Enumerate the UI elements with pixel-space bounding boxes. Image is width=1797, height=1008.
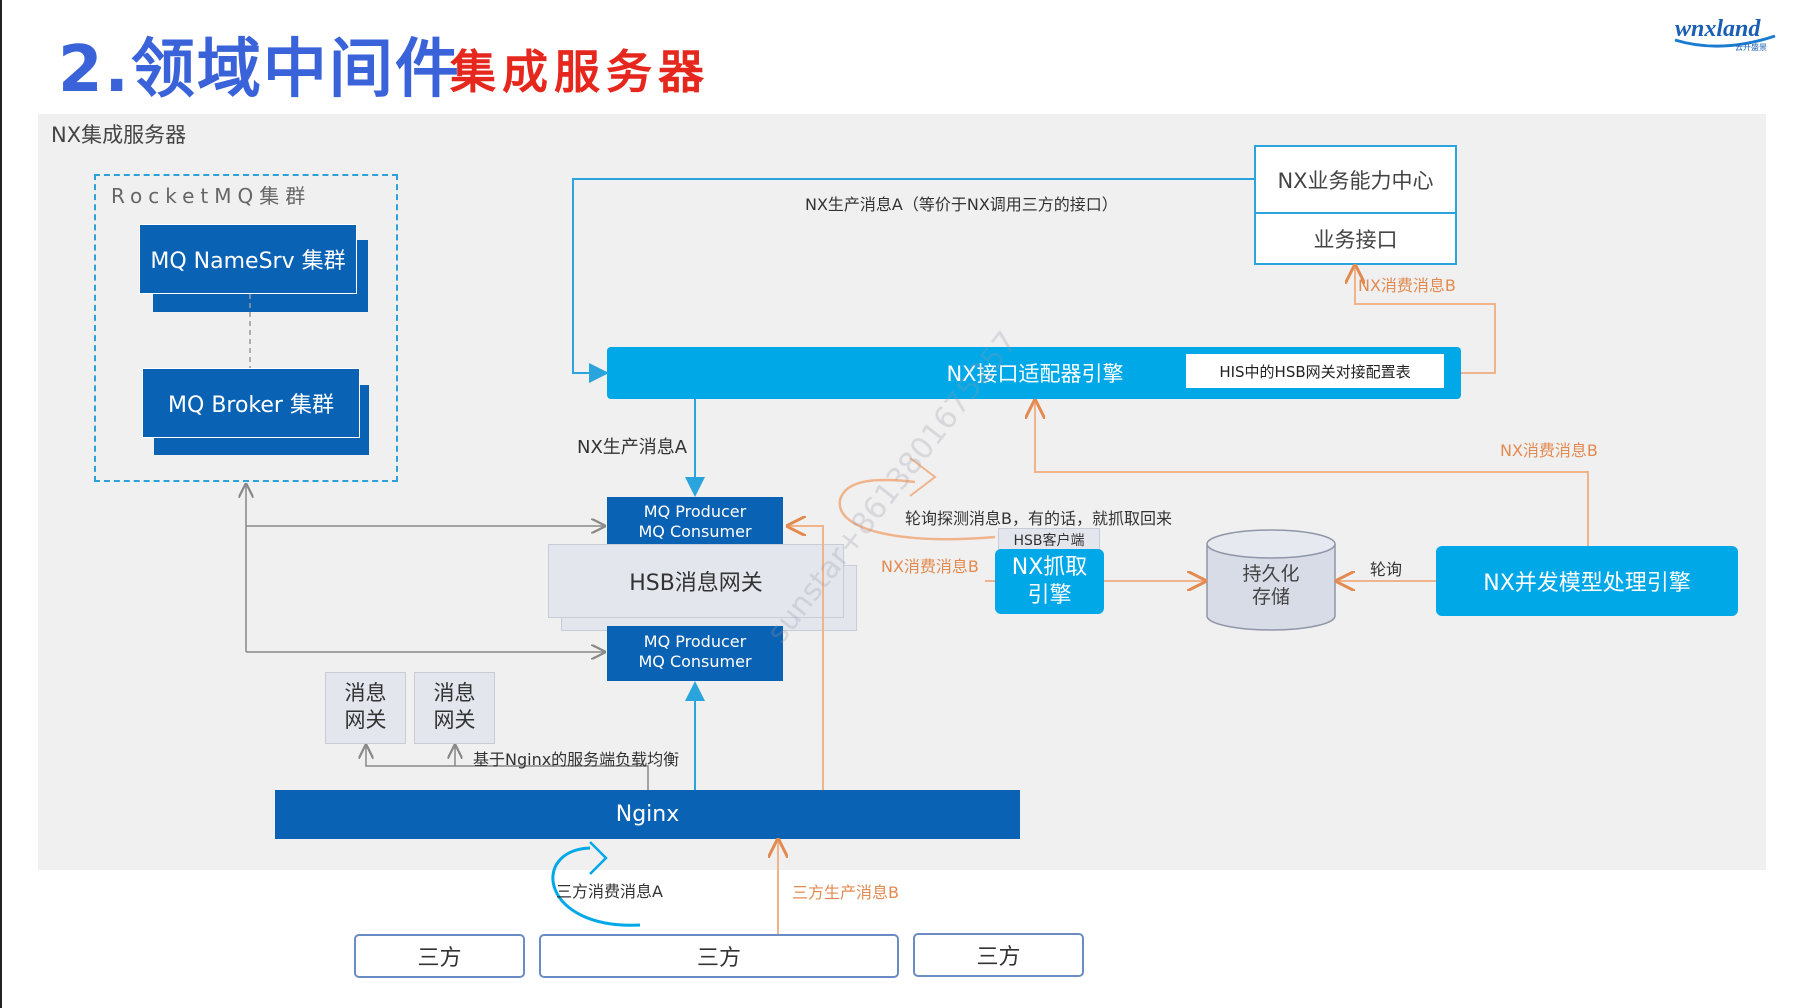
top-mq-consumer: MQ Consumer <box>638 522 752 541</box>
top-mq-producer: MQ Producer <box>643 502 747 521</box>
logo-text: wnxland <box>1675 16 1761 42</box>
third-party-box-3: 三方 <box>913 933 1084 977</box>
slide-title: 2.领域中间件 <box>58 33 461 107</box>
fetch-engine-line1: NX抓取 <box>1011 555 1088 580</box>
slide-subtitle: 集成服务器 <box>450 45 710 99</box>
business-interface-box: 业务接口 <box>1254 212 1457 265</box>
label-consume-b-left: NX消费消息B <box>881 557 979 576</box>
label-poll: 轮询 <box>1370 560 1403 579</box>
business-center-box: NX业务能力中心 <box>1254 145 1457 214</box>
panel-label: NX集成服务器 <box>51 123 187 147</box>
wnxland-logo: wnxland 云升盛景 <box>1674 16 1776 52</box>
left-edge-line <box>0 0 2 1008</box>
storage-label: 持久化 存储 <box>1205 563 1337 609</box>
concurrency-engine-box: NX并发模型处理引擎 <box>1436 546 1738 616</box>
bottom-mq-producer-consumer: MQ Producer MQ Consumer <box>607 626 783 681</box>
logo-subtext: 云升盛景 <box>1735 42 1767 52</box>
storage-line1: 持久化 <box>1242 563 1300 585</box>
rocketmq-label: RocketMQ集群 <box>111 184 312 208</box>
message-gateway-2-line2: 网关 <box>433 708 476 732</box>
third-party-box-1: 三方 <box>354 934 525 978</box>
third-party-box-2: 三方 <box>539 934 899 978</box>
storage-line2: 存储 <box>1251 586 1290 608</box>
label-consume-b-right: NX消费消息B <box>1500 441 1598 460</box>
message-gateway-2: 消息 网关 <box>414 672 495 744</box>
adapter-engine-label: NX接口适配器引擎 <box>946 362 1124 386</box>
fetch-engine-box: NX抓取 引擎 <box>995 549 1104 614</box>
nginx-bar: Nginx <box>275 790 1020 839</box>
message-gateway-1: 消息 网关 <box>325 672 406 744</box>
message-gateway-1-line2: 网关 <box>344 708 387 732</box>
bottom-mq-consumer: MQ Consumer <box>638 652 752 671</box>
message-gateway-2-line1: 消息 <box>433 681 476 705</box>
message-gateway-1-line1: 消息 <box>344 681 387 705</box>
broker-box: MQ Broker 集群 <box>142 368 360 438</box>
label-third-consume-a: 三方消费消息A <box>556 882 663 901</box>
fetch-engine-line2: 引擎 <box>1027 583 1072 608</box>
top-mq-producer-consumer: MQ Producer MQ Consumer <box>607 497 783 544</box>
label-poll-detect: 轮询探测消息B，有的话，就抓取回来 <box>905 509 1172 528</box>
label-third-produce-b: 三方生产消息B <box>792 883 899 902</box>
label-consume-b-top: NX消费消息B <box>1358 276 1456 295</box>
label-produce-a-mid: NX生产消息A <box>577 437 688 458</box>
namesrv-box: MQ NameSrv 集群 <box>139 224 357 294</box>
rocketmq-cluster-group <box>94 174 398 482</box>
bottom-mq-producer: MQ Producer <box>643 632 747 651</box>
label-produce-a-top: NX生产消息A（等价于NX调用三方的接口） <box>805 195 1118 214</box>
label-nginx-lb: 基于Nginx的服务端负载均衡 <box>473 750 680 769</box>
his-config-table: HIS中的HSB网关对接配置表 <box>1186 354 1444 388</box>
